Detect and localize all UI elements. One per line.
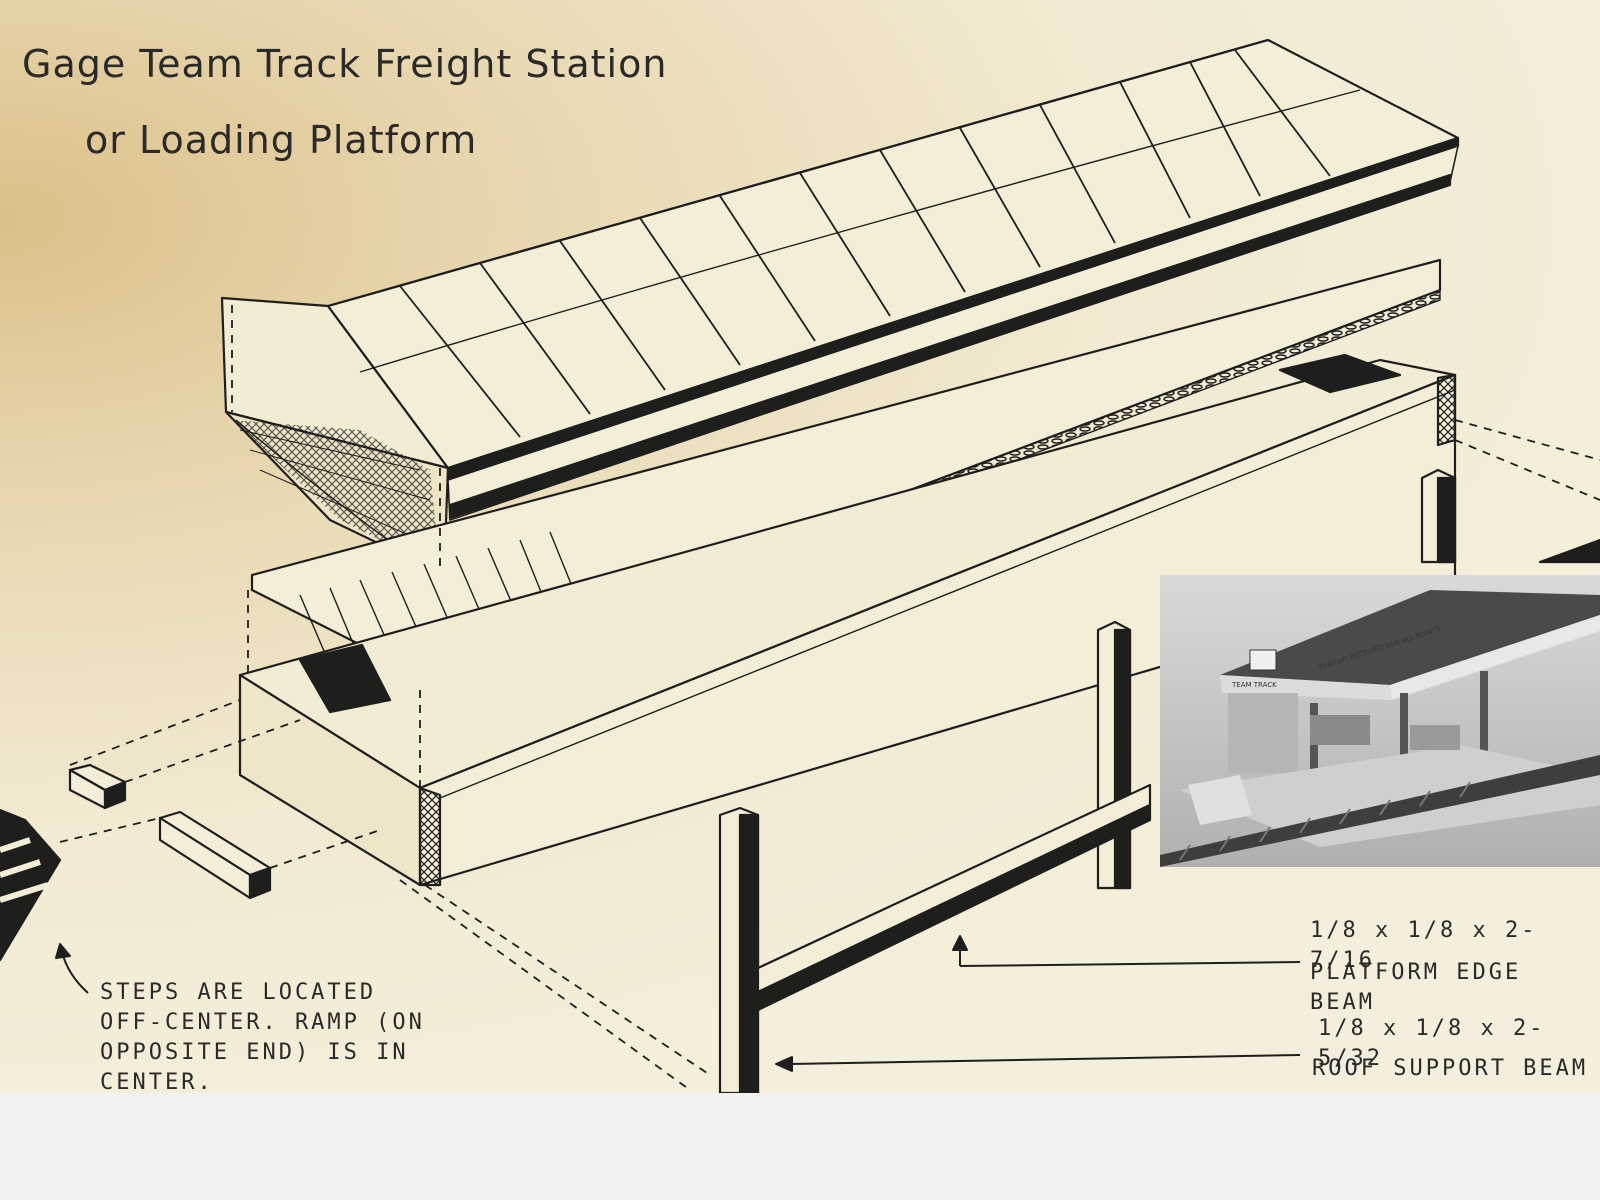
steps-note-line: OFF-CENTER. RAMP (ON xyxy=(100,1010,425,1035)
instruction-sheet: Gage Team Track Freight Station or Loadi… xyxy=(0,0,1600,1093)
floor-slab xyxy=(447,145,1459,521)
steps-note: STEPS ARE LOCATED OFF-CENTER. RAMP (ON O… xyxy=(100,978,500,1093)
roof-beam-dimension: 1/8 x 1/8 x 2-5/32 xyxy=(1318,1016,1546,1071)
platform-base xyxy=(238,353,1457,887)
step-block-long xyxy=(158,810,272,900)
title-line-2: or Loading Platform xyxy=(85,118,478,162)
exploded-assembly-drawing xyxy=(0,38,1600,1093)
assembly-guides xyxy=(59,305,1600,1091)
steps-assembly xyxy=(0,808,62,962)
roof-beam-label: ROOF SUPPORT BEAM xyxy=(1312,1056,1589,1081)
edge-beam-label: PLATFORM EDGE BEAM xyxy=(1310,960,1522,1015)
steps-note-line: STEPS ARE LOCATED xyxy=(100,980,377,1005)
steps-note-line: OPPOSITE END) IS IN xyxy=(100,1040,409,1065)
photo-content: TEAM TRACK FREIGHT RECEIVED FOR ALL POIN… xyxy=(1160,590,1600,867)
roof-shingles xyxy=(359,49,1361,438)
roof-panel xyxy=(220,38,1460,577)
photo-sign-left: TEAM TRACK xyxy=(1231,681,1277,689)
support-posts xyxy=(718,468,1457,1093)
edge-beam-dimension: 1/8 x 1/8 x 2-7/16 xyxy=(1310,918,1538,973)
callout-leaders xyxy=(55,935,1301,1072)
platform-edge-beam xyxy=(756,783,1152,1012)
background-surface xyxy=(0,1093,1600,1200)
title-line-1: Gage Team Track Freight Station xyxy=(22,42,668,86)
completed-model-photo: TEAM TRACK FREIGHT RECEIVED FOR ALL POIN… xyxy=(1160,575,1600,867)
step-block-small xyxy=(68,763,127,810)
steps-note-line: CENTER. xyxy=(100,1070,214,1093)
